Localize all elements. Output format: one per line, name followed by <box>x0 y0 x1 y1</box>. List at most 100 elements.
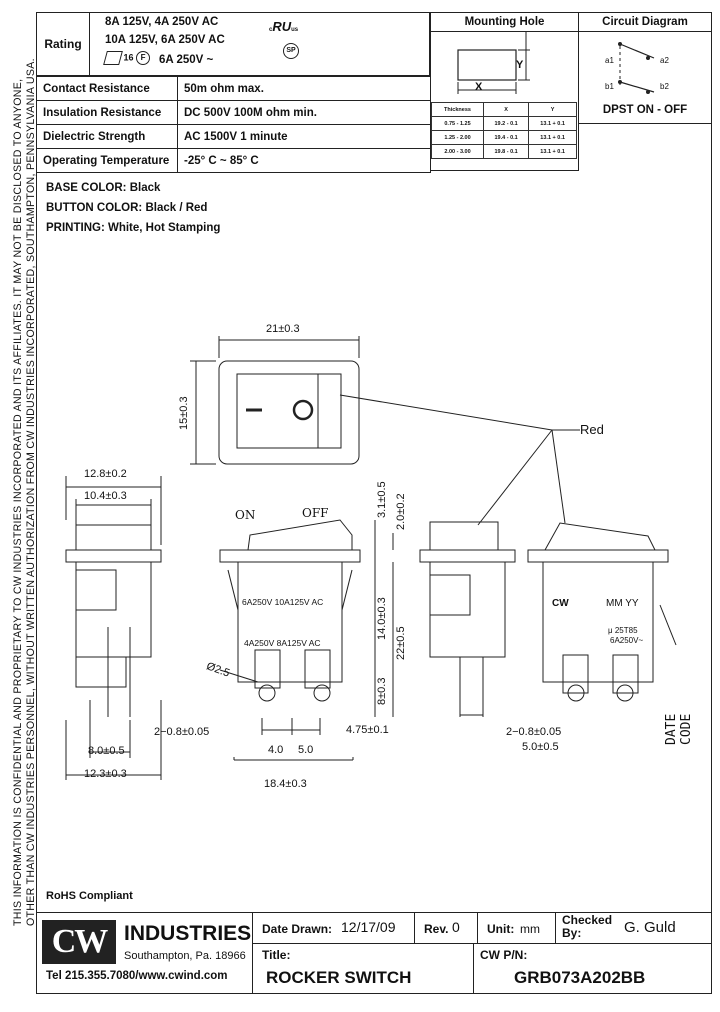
table-row: Thickness X Y <box>430 102 577 117</box>
csa-icon: SP <box>283 43 299 59</box>
dim-5-0-right: 5.0±0.5 <box>522 741 559 753</box>
logo-cell-divider <box>252 912 253 994</box>
company-address: Southampton, Pa. 18966 <box>124 950 246 962</box>
dim-2-0: 2.0±0.2 <box>395 493 407 530</box>
rev-divider <box>414 912 415 943</box>
table-header: X <box>483 102 530 117</box>
mounting-y-label: Y <box>516 59 524 71</box>
rocker-switch-drawing <box>65 336 677 780</box>
cw-mark: CW <box>552 598 569 609</box>
table-row: 0.75 - 1.25 19.2 - 0.1 13.1 + 0.1 <box>430 116 577 131</box>
table-header: Y <box>528 102 577 117</box>
table-cell: 13.1 + 0.1 <box>528 144 577 159</box>
circuit-b1: b1 <box>605 82 614 91</box>
off-label: OFF <box>302 506 329 520</box>
mm-yy-mark: MM YY <box>606 598 639 609</box>
vde-16-mark: 16 F <box>103 51 151 66</box>
dim-12-3: 12.3±0.3 <box>84 768 127 780</box>
spec-row: Operating Temperature -25° C ~ 85° C <box>36 148 431 173</box>
pn-divider <box>473 943 474 994</box>
title-label: Title: <box>262 948 291 962</box>
company-contact: Tel 215.355.7080/www.cwind.com <box>46 970 228 982</box>
dim-8-0: 8.0±0.5 <box>88 745 125 757</box>
cw-logo-icon: CW <box>42 920 116 964</box>
dim-12-8: 12.8±0.2 <box>84 468 127 480</box>
side-view-right <box>419 521 516 717</box>
spec-value: DC 500V 100M ohm min. <box>177 100 431 125</box>
circuit-box: Circuit Diagram DPST ON - OFF <box>578 12 712 124</box>
title-row-divider <box>252 943 712 944</box>
red-label: Red <box>580 422 604 437</box>
dim-3-1: 3.1±0.5 <box>376 481 388 518</box>
rohs-label: RoHS Compliant <box>46 890 133 902</box>
rating-line-2: 10A 125V, 6A 250V AC <box>105 34 225 46</box>
pn-label: CW P/N: <box>480 948 528 962</box>
on-label: ON <box>235 508 256 522</box>
mounting-x-label: X <box>475 81 483 93</box>
spec-row: Contact Resistance 50m ohm max. <box>36 76 431 101</box>
dim-15: 15±0.3 <box>178 396 190 430</box>
circuit-a1: a1 <box>605 56 614 65</box>
rating-mark: 6A250V~ <box>610 636 644 645</box>
printing-note: PRINTING: White, Hot Stamping <box>46 222 221 234</box>
dim-4-75: 4.75±0.1 <box>346 724 389 736</box>
table-row: 1.25 - 2.00 19.4 - 0.1 13.1 + 0.1 <box>430 130 577 145</box>
dim-21: 21±0.3 <box>266 323 300 335</box>
ul-mark-icon: cRUus <box>269 19 299 34</box>
rating-line-3: 6A 250V ~ <box>159 54 214 66</box>
circuit-a2: a2 <box>660 56 669 65</box>
circuit-caption: DPST ON - OFF <box>602 104 688 116</box>
ul-us-label: us <box>291 27 299 33</box>
table-header: Thickness <box>430 102 485 117</box>
marking-line-1: 6A250V 10A125V AC <box>242 597 324 607</box>
checked-divider <box>555 912 556 943</box>
spec-table: Contact Resistance 50m ohm max. Insulati… <box>36 76 431 173</box>
spec-row: Insulation Resistance DC 500V 100M ohm m… <box>36 100 431 125</box>
dim-pin-width: 2−0.8±0.05 <box>154 726 210 738</box>
vde-16-label: 16 <box>123 52 134 63</box>
top-view <box>190 336 580 526</box>
mounting-hole-sketch <box>457 32 530 94</box>
mounting-hole-title: Mounting Hole <box>431 13 578 32</box>
table-cell: 13.1 + 0.1 <box>528 130 577 145</box>
unit-value: mm <box>520 922 540 936</box>
front-view <box>219 519 394 761</box>
base-color-note: BASE COLOR: Black <box>46 182 161 194</box>
dim-14: 14.0±0.3 <box>376 597 388 640</box>
unit-divider <box>477 912 478 943</box>
table-row: 2.00 - 3.00 19.8 - 0.1 13.1 + 0.1 <box>430 144 577 159</box>
company-name: INDUSTRIES <box>124 922 252 945</box>
pn-value: GRB073A202BB <box>514 968 646 987</box>
circuit-title: Circuit Diagram <box>579 13 711 32</box>
dim-18-4: 18.4±0.3 <box>264 778 307 790</box>
vde-icon <box>103 51 123 65</box>
back-view <box>527 522 677 702</box>
table-cell: 2.00 - 3.00 <box>430 144 485 159</box>
spec-label: Dielectric Strength <box>36 124 178 149</box>
rev-value: 0 <box>452 919 460 935</box>
spec-value: 50m ohm max. <box>177 76 431 101</box>
spec-label: Insulation Resistance <box>36 100 178 125</box>
t85-mark: μ 25T85 <box>608 626 638 635</box>
date-value: 12/17/09 <box>341 919 396 935</box>
button-color-note: BUTTON COLOR: Black / Red <box>46 202 208 214</box>
dim-10-4: 10.4±0.3 <box>84 490 127 502</box>
date-code-label: DATE CODE <box>664 713 694 745</box>
mounting-hole-table: Thickness X Y 0.75 - 1.25 19.2 - 0.1 13.… <box>430 102 577 159</box>
spec-value: -25° C ~ 85° C <box>177 148 431 173</box>
title-value: ROCKER SWITCH <box>266 968 412 987</box>
unit-label: Unit: <box>487 922 515 936</box>
rating-line-1: 8A 125V, 4A 250V AC <box>105 16 219 28</box>
table-cell: 19.4 - 0.1 <box>483 130 530 145</box>
table-cell: 19.2 - 0.1 <box>483 116 530 131</box>
circuit-b2: b2 <box>660 82 669 91</box>
dim-4-0: 4.0 <box>268 744 284 756</box>
confidentiality-notice: THIS INFORMATION IS CONFIDENTIAL AND PRO… <box>12 26 38 926</box>
marking-line-2: 4A250V 8A125V AC <box>244 638 321 648</box>
side-view-left <box>65 476 162 780</box>
spec-value: AC 1500V 1 minute <box>177 124 431 149</box>
circuit-symbol <box>618 42 655 94</box>
table-cell: 0.75 - 1.25 <box>430 116 485 131</box>
rating-label: Rating <box>37 13 90 75</box>
table-cell: 1.25 - 2.00 <box>430 130 485 145</box>
